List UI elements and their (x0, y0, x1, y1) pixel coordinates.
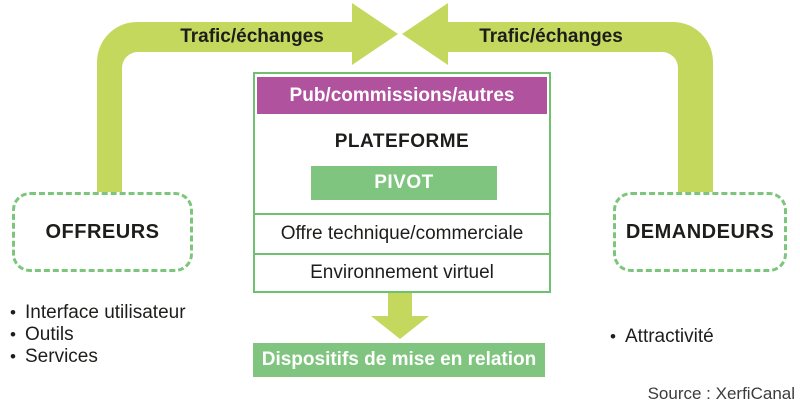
right-traffic-label: Trafic/échanges (479, 25, 623, 47)
list-item: Interface utilisateur (10, 302, 186, 324)
platform-title: PLATEFORME (334, 131, 470, 152)
demandeurs-box: DEMANDEURS (613, 192, 787, 272)
matching-devices-box: Dispositifs de mise en relation (253, 343, 545, 377)
demandeurs-feature-list: Attractivité (610, 326, 714, 348)
offreurs-label: OFFREURS (45, 220, 160, 243)
list-item: Services (10, 346, 186, 368)
platform-box: Pub/commissions/autres PLATEFORME PIVOT … (253, 72, 551, 293)
offreurs-feature-list: Interface utilisateur Outils Services (10, 302, 186, 368)
platform-row-environment: Environnement virtuel (255, 253, 549, 291)
matching-devices-label: Dispositifs de mise en relation (261, 349, 537, 370)
platform-revenue-header: Pub/commissions/autres (257, 77, 547, 114)
right-traffic-arrow (402, 3, 713, 192)
list-item: Attractivité (610, 326, 714, 348)
list-item: Outils (10, 324, 186, 346)
demandeurs-label: DEMANDEURS (625, 220, 775, 243)
left-traffic-label: Trafic/échanges (180, 25, 324, 47)
pivot-box: PIVOT (311, 166, 497, 200)
offreurs-box: OFFREURS (12, 192, 193, 272)
source-credit: Source : XerfiCanal (647, 384, 795, 403)
platform-row-offer: Offre technique/commerciale (255, 213, 549, 253)
left-traffic-arrow (97, 3, 398, 192)
down-arrow (371, 292, 429, 339)
